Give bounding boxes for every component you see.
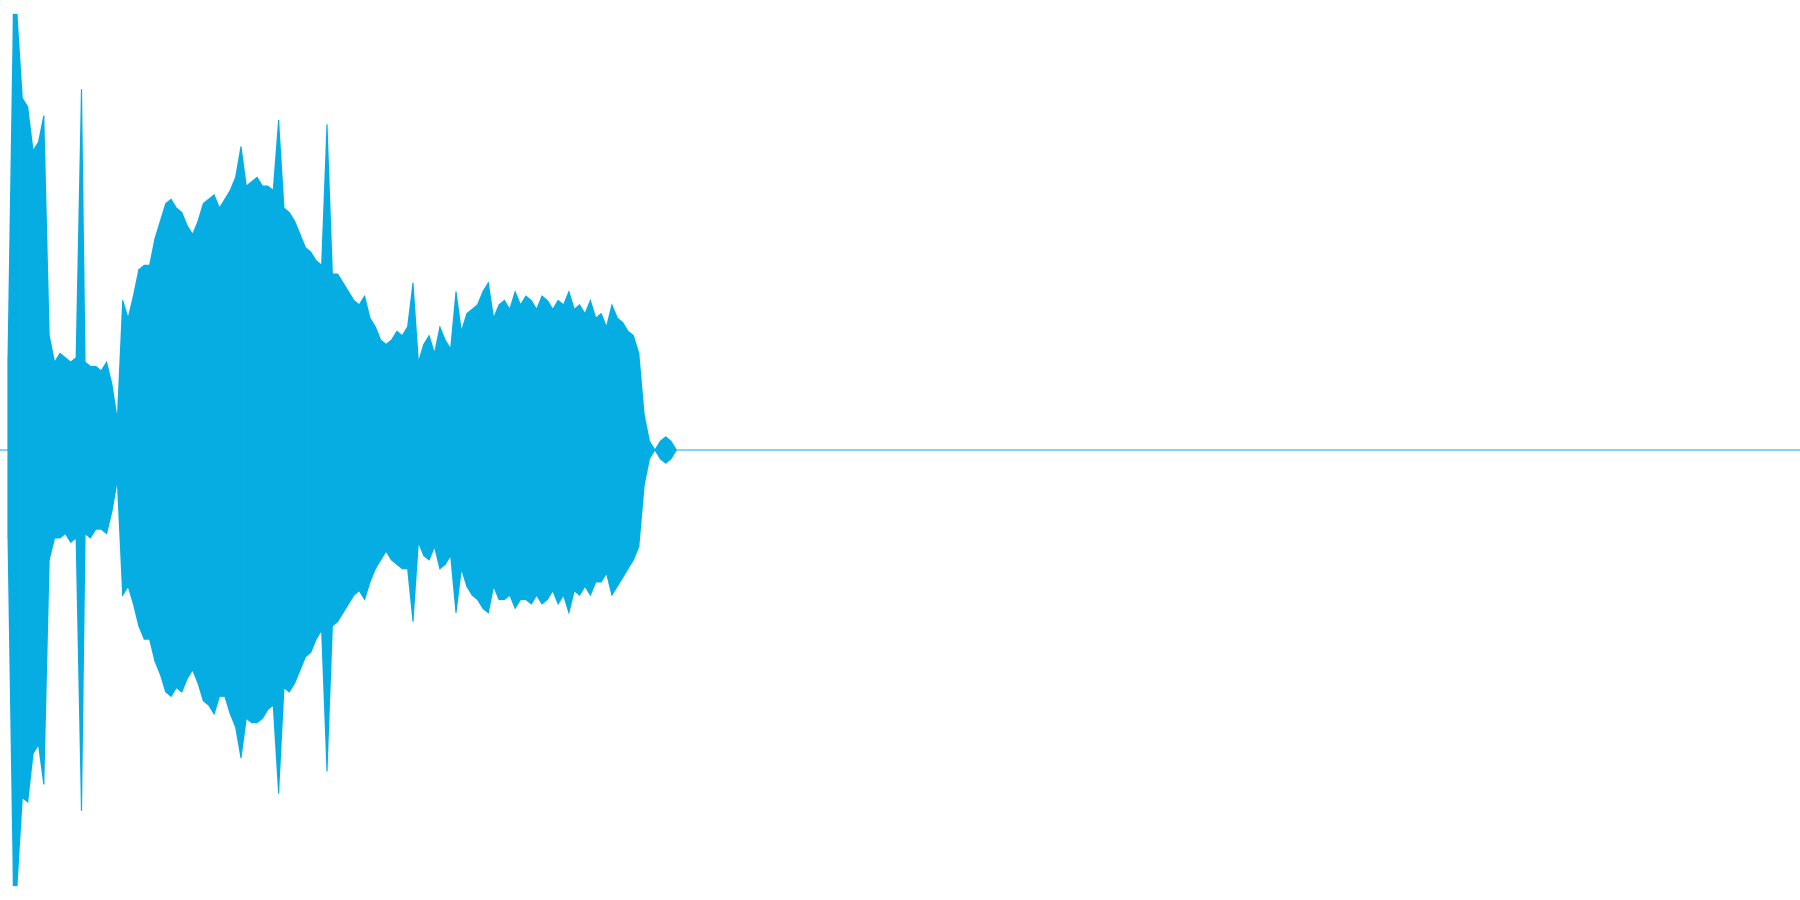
waveform-series — [7, 13, 1800, 887]
waveform-envelope-0 — [7, 13, 1800, 887]
